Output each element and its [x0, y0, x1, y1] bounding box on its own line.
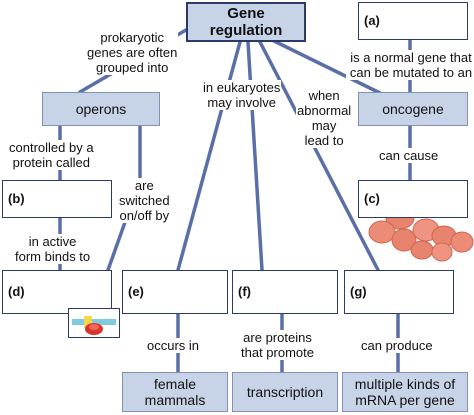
link-proteins-promote: are proteins that promote — [240, 330, 315, 360]
transcription-label: transcription — [246, 384, 324, 400]
link-can-cause: can cause — [378, 148, 440, 163]
d-label: (d) — [8, 284, 25, 299]
c-blank-box: (c) — [358, 180, 468, 218]
link-eukaryotes: in eukaryotes may involve — [202, 80, 282, 110]
f-blank-box: (f) — [232, 270, 338, 314]
link-occurs-in: occurs in — [146, 338, 201, 353]
b-label: (b) — [8, 191, 25, 206]
link-active-form: in active form binds to — [14, 234, 92, 264]
female-mammals-label: female mammals — [144, 376, 206, 408]
e-blank-box: (e) — [122, 270, 228, 314]
transcription-box: transcription — [232, 372, 338, 412]
female-mammals-box: female mammals — [122, 372, 228, 412]
link-grouped-into: prokaryotic genes are often grouped into — [86, 30, 179, 75]
g-label: (g) — [350, 284, 367, 299]
f-label: (f) — [238, 284, 251, 299]
repressor-dna-icon — [68, 308, 120, 338]
link-controlled-by: controlled by a protein called — [8, 140, 95, 170]
link-can-produce: can produce — [360, 338, 434, 353]
link-switched: are switched on/off by — [118, 178, 171, 223]
b-blank-box: (b) — [2, 180, 112, 218]
edge-gene-to-f — [246, 40, 264, 272]
mrna-box: multiple kinds of mRNA per gene — [342, 372, 468, 412]
oncogene-box: oncogene — [358, 92, 468, 126]
d-blank-box: (d) — [2, 270, 112, 314]
edge-gene-to-e — [176, 40, 242, 272]
edge-gene-to-oncogene — [270, 38, 382, 95]
mrna-label: multiple kinds of mRNA per gene — [354, 376, 456, 408]
oncogene-label: oncogene — [382, 101, 444, 117]
tumor-cells-illustration — [368, 206, 474, 262]
a-blank-box: (a) — [358, 2, 468, 40]
a-label: (a) — [364, 13, 380, 28]
g-blank-box: (g) — [344, 270, 454, 314]
gene-regulation-box: Gene regulation — [186, 2, 306, 42]
link-normal-gene: is a normal gene that can be mutated to … — [346, 50, 474, 80]
link-abnormal: when abnormal may lead to — [296, 88, 353, 148]
operons-box: operons — [42, 92, 160, 126]
gene-regulation-title: Gene regulation — [209, 5, 283, 39]
operons-label: operons — [75, 101, 127, 117]
c-label: (c) — [364, 191, 380, 206]
e-label: (e) — [128, 284, 144, 299]
